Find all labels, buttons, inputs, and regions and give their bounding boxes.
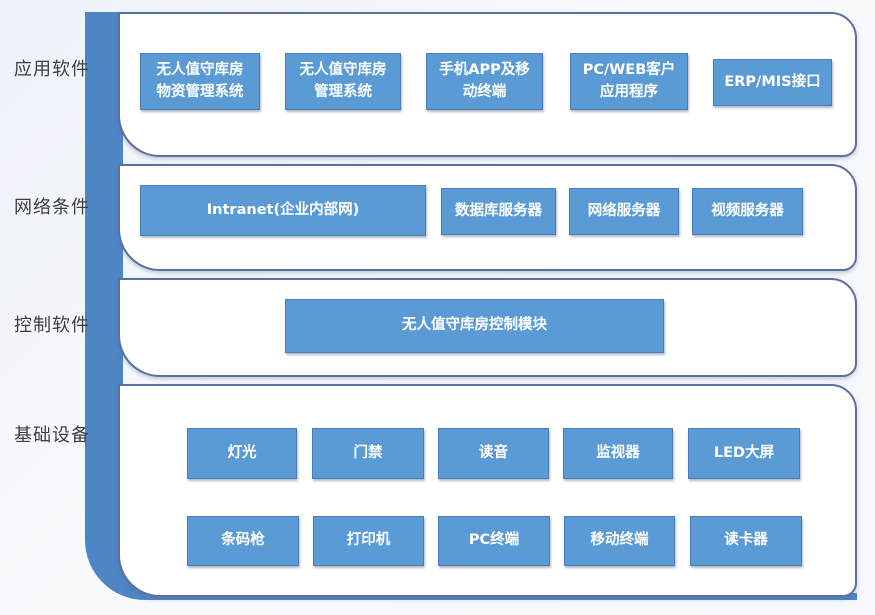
box-pc-terminal: PC终端 — [438, 516, 550, 566]
box-lighting: 灯光 — [187, 428, 297, 479]
box-audio: 读音 — [438, 428, 549, 479]
box-monitor: 监视器 — [563, 428, 673, 479]
box-warehouse-control-module: 无人值守库房控制模块 — [285, 299, 664, 353]
box-barcode-gun: 条码枪 — [187, 516, 299, 566]
box-pc-web-client: PC/WEB客户 应用程序 — [570, 53, 688, 110]
box-mobile-terminal: 移动终端 — [564, 516, 675, 566]
box-video-server: 视频服务器 — [692, 188, 803, 235]
box-printer: 打印机 — [313, 516, 424, 566]
layer-label-application-software: 应用软件 — [14, 59, 90, 80]
layer-label-network-conditions: 网络条件 — [14, 197, 90, 218]
box-card-reader: 读卡器 — [690, 516, 802, 566]
box-intranet: Intranet(企业内部网) — [140, 185, 426, 236]
box-warehouse-mgmt-system: 无人值守库房 管理系统 — [285, 53, 401, 110]
box-mobile-app-terminal: 手机APP及移 动终端 — [426, 53, 543, 110]
box-led-screen: LED大屏 — [688, 428, 800, 479]
layer-label-basic-equipment: 基础设备 — [14, 425, 90, 446]
box-database-server: 数据库服务器 — [441, 188, 556, 235]
layer-label-control-software: 控制软件 — [14, 315, 90, 336]
box-erp-mis-interface: ERP/MIS接口 — [713, 59, 832, 106]
box-network-server: 网络服务器 — [569, 188, 679, 235]
box-warehouse-materials-mgmt-system: 无人值守库房 物资管理系统 — [140, 53, 260, 110]
box-access-control: 门禁 — [312, 428, 424, 479]
